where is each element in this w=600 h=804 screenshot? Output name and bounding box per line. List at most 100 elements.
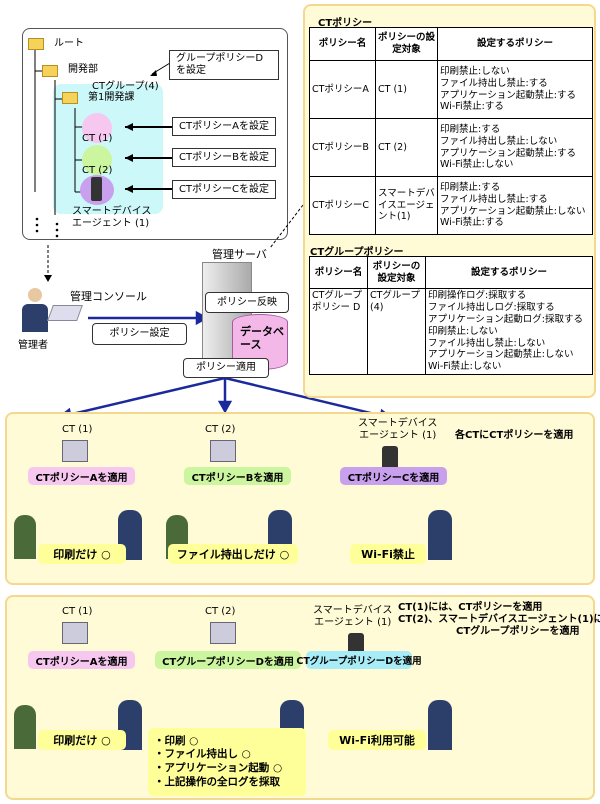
policy-line: アプリケーション起動禁止:しない [428, 349, 574, 361]
smart-line2: エージェント (1) [72, 218, 150, 229]
policy-line: Wi-Fi禁止:する [440, 217, 504, 229]
smart-line1: スマートデバイス [358, 418, 438, 429]
tree-root[interactable]: ルート [54, 38, 84, 49]
smartphone-body [91, 177, 102, 201]
s2-answer-a: 印刷だけ ○ [38, 730, 126, 750]
answer-line: ・アプリケーション起動 ○ [154, 762, 283, 774]
cell-name: CTポリシーC [309, 176, 376, 235]
person-icon [14, 705, 36, 749]
policy-line: Wi-Fi禁止:する [440, 101, 504, 113]
tree-ct-group[interactable]: CTグループ(4) [92, 81, 159, 92]
s1-answer-a: 印刷だけ ○ [38, 544, 126, 564]
pc-icon [62, 440, 88, 462]
pc-icon [62, 622, 88, 644]
col-header: 設定するポリシー [425, 256, 593, 289]
s2-smart-label: スマートデバイスエージェント (1) [313, 605, 392, 629]
note-group-policy: グループポリシーDを設定 [169, 50, 279, 80]
tree-ct1[interactable]: CT (1) [82, 133, 113, 144]
policy-line: アプリケーション起動禁止:する [440, 147, 577, 159]
policy-line: ファイル持出し禁止:する [440, 77, 548, 89]
cell-target: CTグループ(4) [367, 287, 426, 376]
cell-name: CTポリシーA [309, 60, 376, 119]
laptop-icon [47, 305, 83, 321]
folder-icon [62, 92, 78, 104]
policy-apply-button[interactable]: ポリシー適用 [183, 358, 269, 378]
smartphone-icon [382, 446, 398, 472]
tree-dept[interactable]: 開発部 [68, 64, 98, 75]
policy-line: Wi-Fi禁止:しない [440, 159, 514, 171]
note-policy-b: CTポリシーBを設定 [172, 148, 276, 167]
policy-line: ファイル持出し禁止:しない [428, 337, 546, 349]
policy-line: 印刷禁止:しない [428, 325, 498, 337]
policy-line: ファイル持出し禁止:しない [440, 135, 558, 147]
s2-pill-d2: CTグループポリシーDを適用 [296, 651, 422, 669]
smart-line2: エージェント (1) [359, 430, 437, 441]
policy-line: 印刷操作ログ:採取する [428, 290, 527, 301]
s1-pill-c: CTポリシーCを適用 [340, 467, 447, 485]
tree-smart[interactable]: スマートデバイスエージェント (1) [72, 206, 151, 230]
note-policy-a: CTポリシーAを設定 [172, 117, 276, 136]
group-policy-title: CTグループポリシー [310, 247, 404, 258]
s1-ct2-label: CT (2) [205, 424, 236, 435]
admin-label: 管理者 [18, 340, 48, 351]
policy-line: ファイル持出しログ:採取する [428, 301, 555, 313]
answer-line: ・印刷 ○ [154, 734, 199, 747]
cell-name: CTグループポリシー D [309, 287, 368, 376]
cell-target: スマートデバイスエージェント(1) [375, 176, 438, 235]
col-header: ポリシーの設定対象 [367, 256, 426, 289]
s2-pill-a: CTポリシーAを適用 [28, 651, 135, 669]
s1-pill-a: CTポリシーAを適用 [28, 467, 135, 485]
policy-line: 印刷禁止:しない [440, 65, 510, 77]
ellipsis-icon [35, 217, 59, 238]
policy-line: 印刷禁止:する [440, 181, 501, 193]
col-header: ポリシーの設定対象 [375, 27, 438, 61]
policy-line: アプリケーション起動禁止:する [440, 89, 577, 101]
pc-icon [82, 145, 112, 175]
pc-icon [210, 622, 236, 644]
policy-line: ファイル持出し禁止:する [440, 193, 548, 205]
policy-line: アプリケーション起動禁止:しない [440, 205, 586, 217]
col-header: ポリシー名 [309, 256, 368, 289]
pc-icon [82, 113, 112, 143]
policy-set-button[interactable]: ポリシー設定 [92, 323, 187, 345]
person-icon [14, 515, 36, 559]
person-icon [428, 700, 452, 750]
note-line: CT(2)、スマートデバイスエージェント(1)には、 [398, 614, 600, 625]
policy-reflect-button[interactable]: ポリシー反映 [205, 292, 289, 313]
policy-line: 印刷禁止:する [440, 123, 501, 135]
cell-name: CTポリシーB [309, 118, 376, 177]
person-icon [280, 700, 304, 730]
answer-line: ・ファイル持出し ○ [154, 748, 251, 761]
s1-ct1-label: CT (1) [62, 424, 93, 435]
s2-answer-c: Wi-Fi利用可能 [328, 730, 426, 750]
ct-policy-title: CTポリシー [318, 18, 373, 29]
tree-ct2[interactable]: CT (2) [82, 165, 113, 176]
cell-target: CT (1) [375, 60, 438, 119]
cell-policies: 印刷操作ログ:採取するファイル持出しログ:採取するアプリケーション起動ログ:採取… [425, 287, 593, 376]
note-policy-c: CTポリシーCを設定 [172, 180, 276, 199]
server-label: 管理サーバ [212, 248, 267, 261]
smart-line1: スマートデバイス [72, 206, 152, 217]
s2-ct2-label: CT (2) [205, 606, 236, 617]
smart-line2: エージェント (1) [314, 617, 392, 628]
database-label: データベース [240, 325, 284, 352]
policy-line: アプリケーション起動ログ:採取する [428, 313, 584, 325]
s2-pill-d1: CTグループポリシーDを適用 [155, 651, 301, 669]
answer-line: ・上記操作の全ログを採取 [154, 775, 280, 788]
s1-answer-c: Wi-Fi禁止 [350, 544, 426, 564]
admin-person-icon [22, 288, 48, 333]
policy-line: Wi-Fi禁止:しない [428, 361, 502, 373]
tree-section[interactable]: 第1開発課 [88, 92, 135, 103]
person-icon [428, 510, 452, 560]
s1-smart-label: スマートデバイスエージェント (1) [358, 418, 437, 442]
folder-icon [28, 38, 44, 50]
s1-pill-b: CTポリシーBを適用 [184, 467, 291, 485]
